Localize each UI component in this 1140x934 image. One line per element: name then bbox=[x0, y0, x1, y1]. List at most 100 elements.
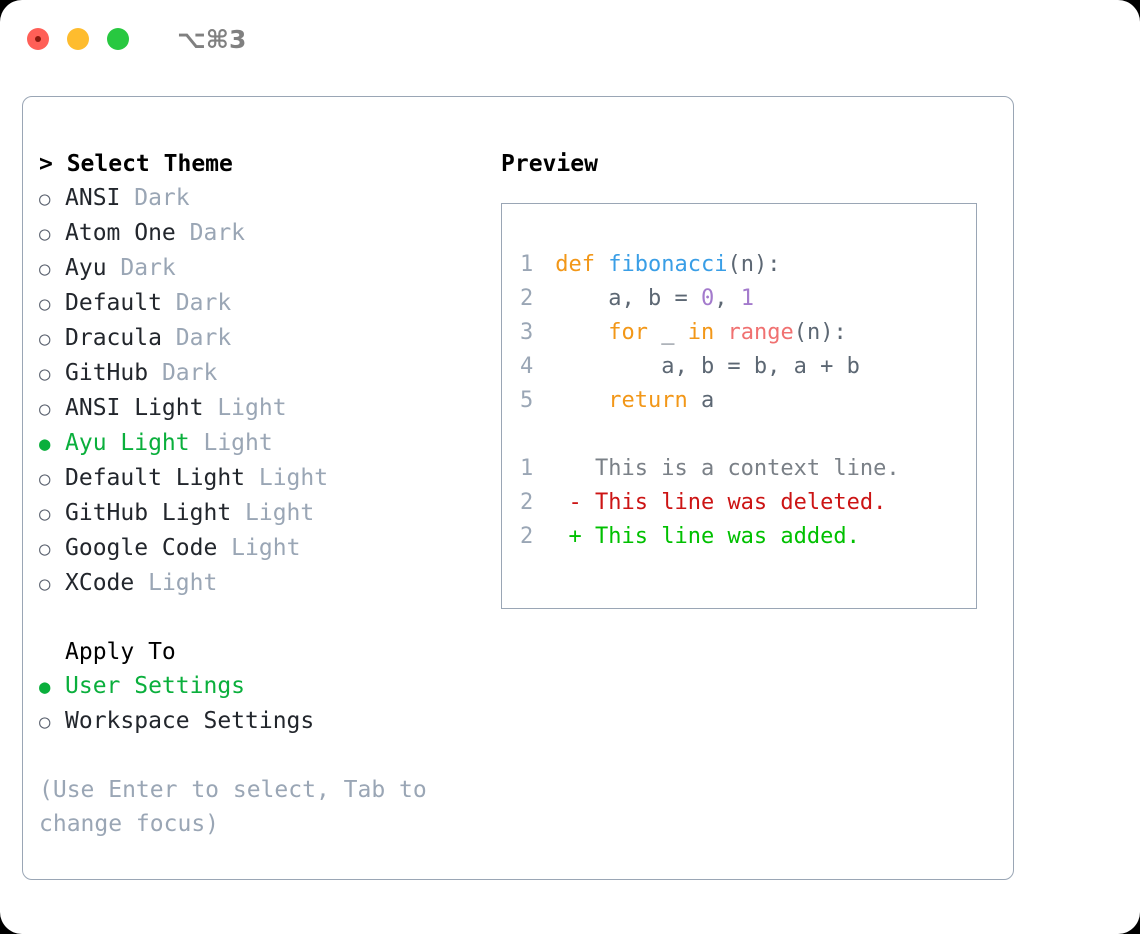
code-token-var: a bbox=[687, 388, 715, 413]
theme-option-github[interactable]: ○GitHub Dark bbox=[39, 356, 489, 391]
theme-option-label: ANSI bbox=[65, 185, 121, 211]
code-line: 4 a, b = b, a + b bbox=[520, 350, 976, 384]
code-line: 5 return a bbox=[520, 384, 976, 418]
keyboard-shortcut-label: ⌥⌘3 bbox=[177, 24, 247, 54]
radio-unselected-icon: ○ bbox=[39, 258, 51, 280]
code-line-number: 5 bbox=[520, 388, 534, 413]
apply-to-option-label: Workspace Settings bbox=[65, 708, 315, 734]
preview-panel: Preview 1 def fibonacci(n):2 a, b = 0, 1… bbox=[501, 147, 1001, 609]
radio-unselected-icon: ○ bbox=[39, 468, 51, 490]
theme-option-xcode[interactable]: ○XCode Light bbox=[39, 566, 489, 601]
theme-option-label: GitHub Light bbox=[65, 500, 232, 526]
code-line: 2 a, b = 0, 1 bbox=[520, 282, 976, 316]
theme-option-ayu[interactable]: ○Ayu Dark bbox=[39, 251, 489, 286]
list-spacer bbox=[39, 601, 489, 635]
theme-option-label: XCode bbox=[65, 570, 135, 596]
diff-line-add: 2 + This line was added. bbox=[520, 520, 976, 554]
code-line-number: 2 bbox=[520, 286, 534, 311]
code-token-num: 1 bbox=[740, 286, 754, 311]
code-line-number: 3 bbox=[520, 320, 534, 345]
code-token-bi: range bbox=[727, 320, 794, 345]
diff-line-number: 2 bbox=[520, 524, 534, 549]
radio-unselected-icon: ○ bbox=[39, 293, 51, 315]
theme-option-default[interactable]: ○Default Dark bbox=[39, 286, 489, 321]
keyboard-hint-text: (Use Enter to select, Tab to change focu… bbox=[39, 777, 441, 837]
hint-spacer bbox=[39, 739, 489, 773]
radio-selected-icon: ● bbox=[39, 433, 51, 455]
code-line: 1 def fibonacci(n): bbox=[520, 248, 976, 282]
diff-line-text: + This line was added. bbox=[568, 524, 860, 549]
diff-line-number: 2 bbox=[520, 490, 534, 515]
theme-option-label: GitHub bbox=[65, 360, 149, 386]
theme-option-label: Default Light bbox=[65, 465, 246, 491]
radio-unselected-icon: ○ bbox=[39, 328, 51, 350]
theme-selection-panel: > Select Theme ○ANSI Dark○Atom One Dark○… bbox=[39, 147, 489, 841]
theme-option-dracula[interactable]: ○ Dracula Dark bbox=[39, 321, 489, 356]
code-token-fn: fibonacci bbox=[608, 252, 728, 277]
code-token-num: 0 bbox=[700, 286, 715, 311]
code-token-var: _ bbox=[647, 320, 688, 345]
window-titlebar: ⌥⌘3 bbox=[0, 0, 1140, 78]
theme-option-github-light[interactable]: ○ GitHub Light Light bbox=[39, 496, 489, 531]
theme-option-ansi[interactable]: ○ ANSI Dark bbox=[39, 181, 489, 216]
code-token-var: a, b = b, a + b bbox=[555, 354, 860, 379]
theme-variant-badge: Dark bbox=[161, 290, 232, 316]
theme-variant-badge: Dark bbox=[120, 185, 190, 211]
code-token-pun: (n): bbox=[727, 252, 781, 277]
code-token-var bbox=[714, 320, 727, 345]
theme-option-label: Google Code bbox=[65, 535, 218, 561]
theme-variant-badge: Light bbox=[245, 465, 329, 491]
code-token-kw: in bbox=[687, 320, 715, 345]
minimize-button-icon[interactable] bbox=[67, 28, 89, 50]
theme-variant-badge: Dark bbox=[161, 325, 232, 351]
code-token-var bbox=[555, 388, 608, 413]
theme-option-ayu-light[interactable]: ● Ayu Light Light bbox=[39, 426, 489, 461]
radio-selected-icon: ● bbox=[39, 676, 51, 698]
theme-option-ansi-light[interactable]: ○ ANSI Light Light bbox=[39, 391, 489, 426]
theme-variant-badge: Light bbox=[217, 535, 301, 561]
theme-option-default-light[interactable]: ○ Default Light Light bbox=[39, 461, 489, 496]
theme-option-google-code[interactable]: ○ Google Code Light bbox=[39, 531, 489, 566]
code-diff-spacer bbox=[520, 418, 976, 452]
apply-to-option-label: User Settings bbox=[65, 673, 246, 699]
theme-variant-badge: Light bbox=[231, 500, 315, 526]
theme-option-label: ANSI Light bbox=[65, 395, 204, 421]
code-line-number: 1 bbox=[520, 252, 534, 277]
apply-to-option-workspace-settings[interactable]: ○ Workspace Settings bbox=[39, 704, 489, 739]
code-token-var: , bbox=[714, 286, 741, 311]
theme-variant-badge: Dark bbox=[148, 360, 218, 386]
theme-variant-badge: Light bbox=[134, 570, 218, 596]
radio-unselected-icon: ○ bbox=[39, 538, 51, 560]
code-token-kw: return bbox=[608, 388, 688, 413]
diff-line-ctx: 1 This is a context line. bbox=[520, 452, 976, 486]
theme-list[interactable]: ○ANSI Dark○Atom One Dark○Ayu Dark○Defaul… bbox=[39, 181, 489, 601]
theme-option-label: Ayu Light bbox=[65, 430, 190, 456]
close-button-icon[interactable] bbox=[27, 28, 49, 50]
apply-to-heading: Apply To bbox=[65, 639, 176, 665]
theme-option-label: Ayu bbox=[65, 255, 107, 281]
code-token-var bbox=[555, 320, 608, 345]
diff-line-number: 1 bbox=[520, 456, 534, 481]
apply-to-list[interactable]: ● User Settings ○ Workspace Settings bbox=[39, 669, 489, 739]
diff-line-text: - This line was deleted. bbox=[568, 490, 887, 515]
theme-option-label: Dracula bbox=[65, 325, 162, 351]
theme-picker-card: > Select Theme ○ANSI Dark○Atom One Dark○… bbox=[22, 96, 1014, 880]
code-line: 3 for _ in range(n): bbox=[520, 316, 976, 350]
theme-variant-badge: Light bbox=[189, 430, 273, 456]
maximize-button-icon[interactable] bbox=[107, 28, 129, 50]
radio-unselected-icon: ○ bbox=[39, 503, 51, 525]
diff-sample: 1 This is a context line. 2 - This line w… bbox=[520, 452, 976, 554]
apply-to-option-user-settings[interactable]: ● User Settings bbox=[39, 669, 489, 704]
theme-variant-badge: Dark bbox=[175, 220, 246, 246]
theme-variant-badge: Light bbox=[203, 395, 287, 421]
theme-option-atom-one[interactable]: ○Atom One Dark bbox=[39, 216, 489, 251]
code-token-pun: (n): bbox=[793, 320, 847, 345]
radio-unselected-icon: ○ bbox=[39, 188, 51, 210]
select-theme-heading: > Select Theme bbox=[39, 151, 233, 177]
radio-unselected-icon: ○ bbox=[39, 711, 51, 733]
radio-unselected-icon: ○ bbox=[39, 398, 51, 420]
code-token-var: a, b = bbox=[555, 286, 701, 311]
diff-line-text: This is a context line. bbox=[568, 456, 900, 481]
